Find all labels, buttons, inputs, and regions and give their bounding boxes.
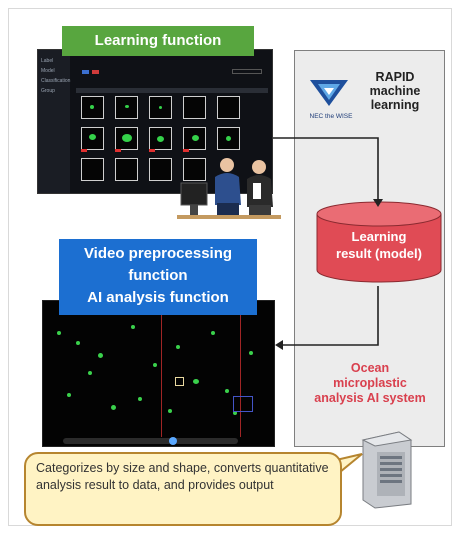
callout-text: Categorizes by size and shape, converts … (36, 461, 329, 492)
preprocessing-banner-line: Video preprocessing (83, 245, 233, 262)
thumbnail[interactable] (183, 158, 206, 181)
cylinder-label-line: Learning (351, 229, 407, 244)
learning-result-cylinder (316, 201, 442, 283)
toolbar-chip-blue[interactable] (82, 70, 89, 74)
thumbnail[interactable] (81, 127, 104, 152)
rapid-label-line: machine (369, 84, 421, 98)
thumbnail[interactable] (115, 158, 138, 181)
operators-illustration (177, 158, 281, 219)
thumbnail-grid (76, 96, 271, 192)
server-icon (361, 431, 413, 509)
thumbnail[interactable] (183, 96, 206, 119)
detection-box (175, 377, 184, 386)
cylinder-label-line: result (model) (336, 246, 422, 261)
preprocessing-banner-line: AI analysis function (87, 289, 229, 306)
toolbar-chip-red[interactable] (92, 70, 99, 74)
callout-box: Categorizes by size and shape, converts … (24, 452, 342, 526)
playback-bar[interactable] (63, 438, 238, 444)
learning-screen: Label Model Classification Group (37, 49, 273, 194)
rapid-label: RAPID machine learning (360, 70, 430, 112)
sidebar-item-classification[interactable]: Classification (41, 78, 71, 84)
ocean-label-line: Ocean (350, 361, 390, 375)
thumbnail[interactable] (81, 158, 104, 181)
detection-box (233, 396, 253, 412)
roi-line (240, 309, 241, 437)
rapid-label-line: RAPID (375, 70, 415, 84)
table-header-bar (76, 88, 268, 93)
learning-function-banner: Learning function (62, 26, 254, 56)
thumbnail[interactable] (149, 127, 172, 152)
thumbnail[interactable] (81, 96, 104, 119)
thumbnail[interactable] (149, 158, 172, 181)
thumbnail[interactable] (217, 127, 240, 150)
learning-screen-sidebar: Label Model Classification Group (38, 50, 70, 193)
toolbar-field[interactable] (232, 69, 262, 74)
video-analysis-screen (42, 300, 275, 447)
cylinder-label: Learning result (model) (320, 228, 438, 262)
ocean-label-line: analysis AI system (314, 391, 426, 405)
nec-logo-text: NEC the WISE (309, 113, 353, 120)
sidebar-item-group[interactable]: Group (41, 88, 55, 94)
thumbnail[interactable] (149, 96, 172, 119)
nec-logo-icon (310, 80, 348, 106)
sidebar-item-model[interactable]: Model (41, 68, 55, 74)
thumbnail[interactable] (115, 96, 138, 119)
preprocessing-banner-line: function (128, 267, 188, 284)
thumbnail[interactable] (183, 127, 206, 152)
thumbnail[interactable] (115, 127, 138, 152)
sidebar-item-label[interactable]: Label (41, 58, 54, 64)
thumbnail[interactable] (217, 96, 240, 119)
roi-line (161, 309, 162, 437)
ocean-system-label: Ocean microplastic analysis AI system (300, 361, 440, 406)
ocean-label-line: microplastic (333, 376, 407, 390)
rapid-label-line: learning (370, 98, 420, 112)
preprocessing-banner: Video preprocessing function AI analysis… (59, 239, 257, 315)
play-icon[interactable] (169, 437, 177, 445)
